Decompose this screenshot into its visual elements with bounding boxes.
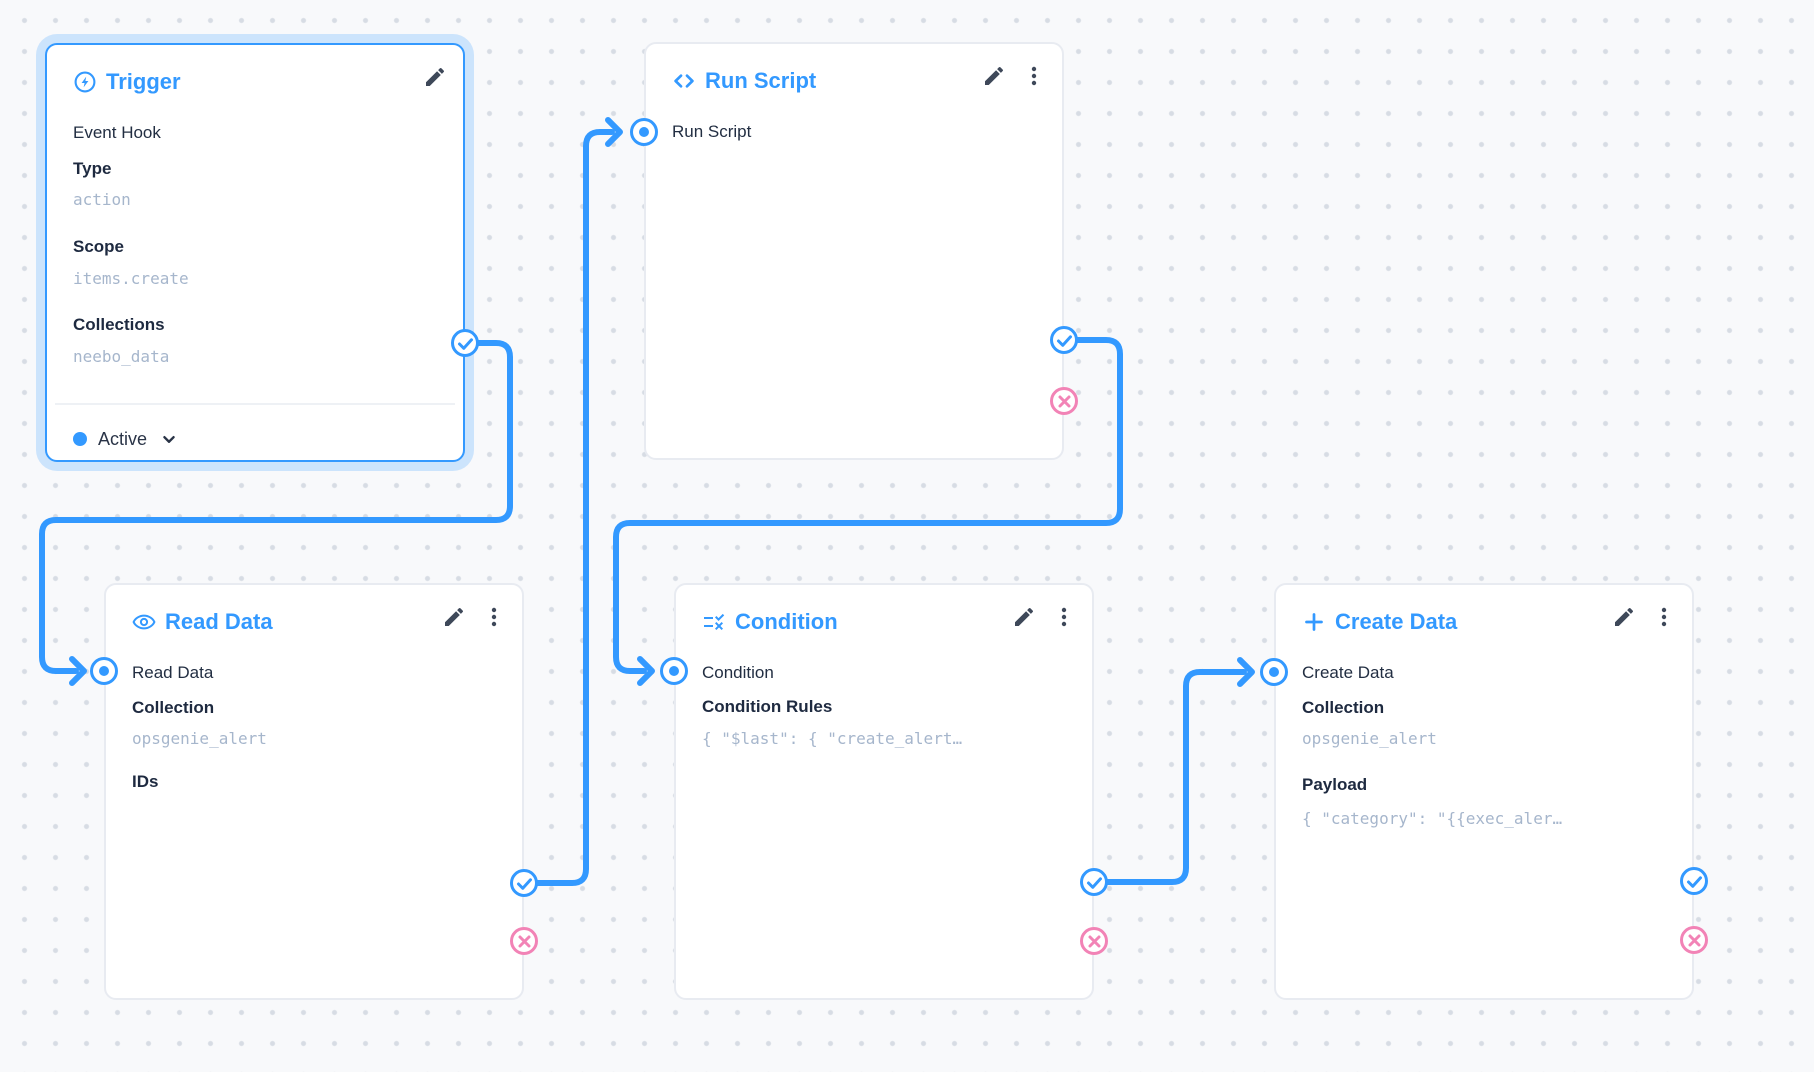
check-icon <box>457 337 473 350</box>
dot-icon <box>639 127 649 137</box>
create-data-payload-value: { "category": "{{exec_aler… <box>1302 809 1563 828</box>
dot-icon <box>99 666 109 676</box>
x-icon <box>518 935 530 947</box>
edit-icon[interactable] <box>1012 605 1036 629</box>
resolve-connector-condition[interactable] <box>1080 868 1108 896</box>
check-icon <box>1086 876 1102 889</box>
chevron-down-icon <box>158 428 180 450</box>
x-icon <box>1058 395 1070 407</box>
arrowhead-create-data <box>1237 657 1255 687</box>
trigger-status-toggle[interactable]: Active <box>73 425 180 453</box>
create-data-input-label: Create Data <box>1302 663 1394 682</box>
resolve-connector-trigger[interactable] <box>451 329 479 357</box>
node-create-data-header: Create Data <box>1302 607 1457 637</box>
dot-icon <box>669 666 679 676</box>
resolve-connector-run-script[interactable] <box>1050 326 1078 354</box>
reject-connector-create-data[interactable] <box>1680 926 1708 954</box>
input-connector-create-data[interactable] <box>1260 658 1288 686</box>
trigger-collections-label: Collections <box>73 315 165 334</box>
node-read-data-header: Read Data <box>132 607 273 637</box>
edit-icon[interactable] <box>982 64 1006 88</box>
condition-input-label: Condition <box>702 663 774 682</box>
node-run-script[interactable]: Run Script Run Script <box>644 42 1064 460</box>
node-title: Trigger <box>106 69 181 94</box>
edge-condition-to-create-data <box>1091 669 1247 885</box>
arrowhead-condition <box>637 656 655 686</box>
node-title: Condition <box>735 609 838 634</box>
trigger-scope-label: Scope <box>73 237 125 256</box>
trigger-type-value: action <box>73 190 131 209</box>
node-create-data[interactable]: Create Data Create Data Collection opsge… <box>1274 583 1694 1000</box>
kebab-menu-icon[interactable] <box>1052 605 1076 629</box>
reject-connector-read-data[interactable] <box>510 927 538 955</box>
dot-icon <box>1269 667 1279 677</box>
edit-icon[interactable] <box>1612 605 1636 629</box>
resolve-connector-read-data[interactable] <box>510 869 538 897</box>
arrowhead-read-data <box>69 656 87 686</box>
code-brackets-icon <box>672 69 696 93</box>
node-trigger[interactable]: Trigger Event Hook Type action Scope ite… <box>45 43 465 462</box>
x-icon <box>1688 934 1700 946</box>
check-icon <box>516 877 532 890</box>
check-icon <box>1686 875 1702 888</box>
node-read-data[interactable]: Read Data Read Data Collection opsgenie_… <box>104 583 524 1000</box>
input-connector-condition[interactable] <box>660 657 688 685</box>
status-dot <box>73 432 87 446</box>
edge-read-data-to-run-script <box>521 129 615 886</box>
trigger-collections-value: neebo_data <box>73 347 170 366</box>
trigger-type-label: Type <box>73 159 112 178</box>
node-condition-header: Condition <box>702 607 838 637</box>
reject-connector-condition[interactable] <box>1080 927 1108 955</box>
trigger-subtitle: Event Hook <box>73 123 161 142</box>
reject-connector-run-script[interactable] <box>1050 387 1078 415</box>
input-connector-run-script[interactable] <box>630 118 658 146</box>
read-data-ids-label: IDs <box>132 772 159 791</box>
edit-icon[interactable] <box>442 605 466 629</box>
rule-icon <box>702 610 726 634</box>
node-run-script-header: Run Script <box>672 66 816 96</box>
node-trigger-header: Trigger <box>73 67 181 97</box>
node-title: Read Data <box>165 609 273 634</box>
plus-icon <box>1302 610 1326 634</box>
run-script-input-label: Run Script <box>672 122 752 141</box>
input-connector-read-data[interactable] <box>90 657 118 685</box>
check-icon <box>1056 334 1072 347</box>
create-data-payload-label: Payload <box>1302 775 1368 794</box>
node-title: Create Data <box>1335 609 1458 634</box>
arrowhead-run-script <box>605 117 623 147</box>
read-data-collection-value: opsgenie_alert <box>132 729 267 748</box>
node-title: Run Script <box>705 68 817 93</box>
kebab-menu-icon[interactable] <box>1652 605 1676 629</box>
edit-icon[interactable] <box>423 65 447 89</box>
bolt-circle-icon <box>73 70 97 94</box>
kebab-menu-icon[interactable] <box>482 605 506 629</box>
create-data-collection-value: opsgenie_alert <box>1302 729 1437 748</box>
create-data-collection-label: Collection <box>1302 698 1385 717</box>
node-condition[interactable]: Condition Condition Condition Rules { "$… <box>674 583 1094 1000</box>
trigger-footer-divider <box>55 403 455 405</box>
resolve-connector-create-data[interactable] <box>1680 867 1708 895</box>
read-data-input-label: Read Data <box>132 663 214 682</box>
x-icon <box>1088 935 1100 947</box>
condition-rules-label: Condition Rules <box>702 697 833 716</box>
condition-rules-value: { "$last": { "create_alert… <box>702 729 963 748</box>
read-data-collection-label: Collection <box>132 698 215 717</box>
kebab-menu-icon[interactable] <box>1022 64 1046 88</box>
status-label: Active <box>98 428 148 449</box>
eye-icon <box>132 610 156 634</box>
trigger-scope-value: items.create <box>73 269 189 288</box>
